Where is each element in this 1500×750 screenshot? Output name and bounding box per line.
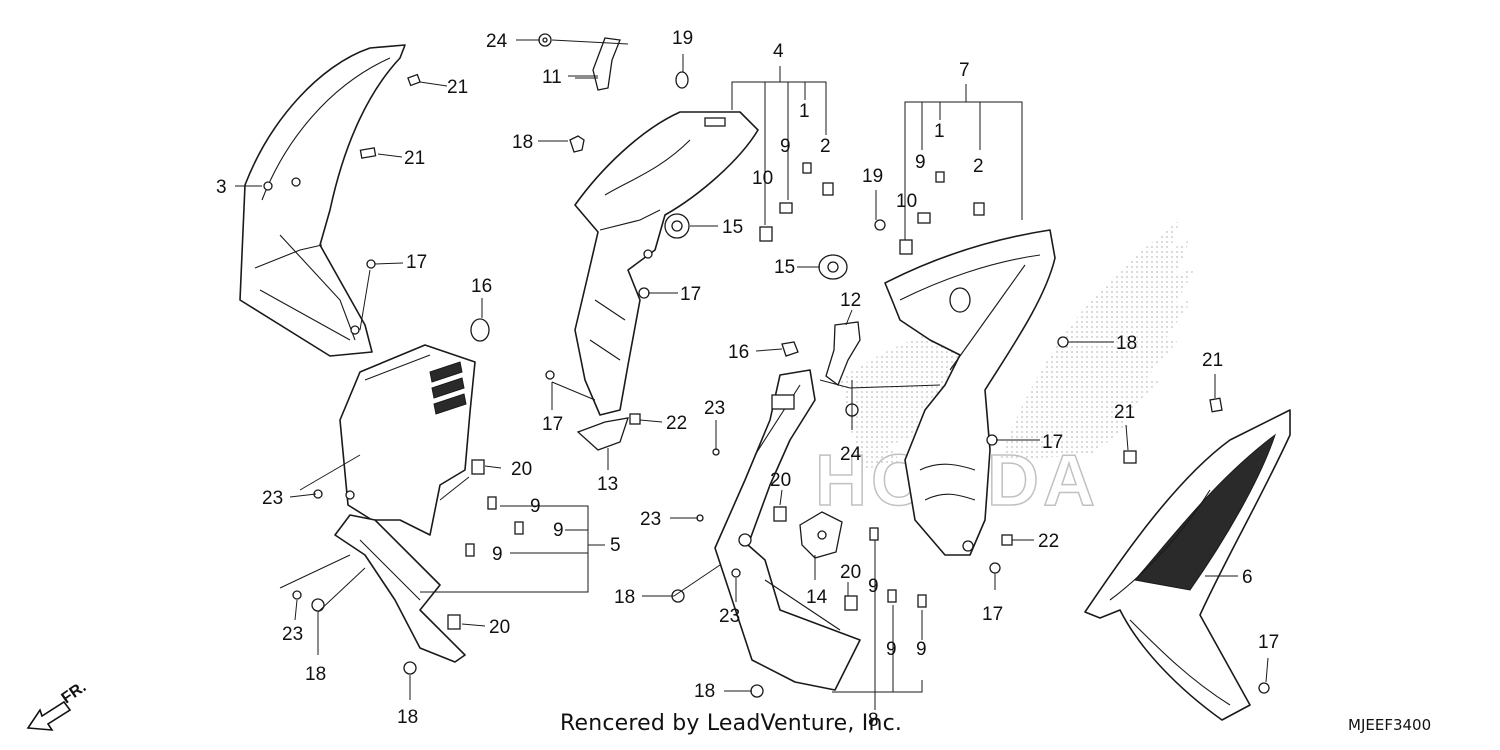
callout-18: 18: [614, 587, 635, 608]
callout-11: 11: [542, 67, 562, 88]
callout-20: 20: [770, 470, 791, 491]
callout-9: 9: [916, 639, 927, 660]
part-6-right-cowl[interactable]: [1084, 409, 1291, 721]
callout-23: 23: [262, 488, 283, 509]
callout-2: 2: [820, 136, 831, 157]
callout-20: 20: [511, 459, 532, 480]
callout-23: 23: [719, 606, 740, 627]
callout-18: 18: [397, 707, 418, 728]
callout-19: 19: [862, 166, 883, 187]
callout-17: 17: [1258, 632, 1279, 653]
part-5-lower-left-panel[interactable]: [334, 344, 476, 663]
callout-22: 22: [1038, 531, 1059, 552]
callouts: 24 19 11 21 18 21 3 17 16 15 17 17 22 13…: [216, 28, 1279, 731]
callout-22: 22: [666, 413, 687, 434]
bracket-13[interactable]: [576, 417, 629, 451]
callout-17: 17: [1042, 432, 1063, 453]
part-3-upper-cowl[interactable]: [239, 44, 406, 357]
callout-23: 23: [640, 509, 661, 530]
callout-14: 14: [806, 587, 828, 608]
callout-9: 9: [492, 544, 503, 565]
callout-21: 21: [1202, 350, 1223, 371]
diagram-code: MJEEF3400: [1348, 716, 1432, 734]
callout-23: 23: [282, 624, 303, 645]
callout-17: 17: [680, 284, 701, 305]
callout-20: 20: [840, 562, 861, 583]
callout-8: 8: [868, 710, 879, 731]
bracket-11[interactable]: [592, 37, 621, 91]
callout-17: 17: [406, 252, 427, 273]
callout-24: 24: [486, 31, 508, 52]
callout-16: 16: [728, 342, 749, 363]
hardware-fasteners: [292, 33, 1270, 698]
callout-12: 12: [840, 290, 861, 311]
callout-17: 17: [982, 604, 1003, 625]
bracket-14[interactable]: [799, 511, 843, 559]
callout-21: 21: [1114, 402, 1135, 423]
callout-1: 1: [934, 121, 945, 142]
part-4-inner-panel[interactable]: [574, 111, 759, 416]
callout-7: 7: [959, 60, 970, 81]
callout-21: 21: [404, 148, 425, 169]
callout-23: 23: [704, 398, 725, 419]
callout-18: 18: [512, 132, 533, 153]
leader-lines: [235, 39, 1269, 710]
callout-20: 20: [489, 617, 510, 638]
callout-15: 15: [774, 257, 795, 278]
callout-17: 17: [542, 414, 563, 435]
part-8-center-lower-panel[interactable]: [714, 369, 861, 691]
callout-9: 9: [530, 496, 541, 517]
callout-10: 10: [752, 168, 773, 189]
callout-15: 15: [722, 217, 743, 238]
callout-19: 19: [672, 28, 693, 49]
bracket-12[interactable]: [825, 321, 861, 387]
part-7-right-panel[interactable]: [884, 229, 1056, 556]
callout-21: 21: [447, 77, 468, 98]
callout-18: 18: [305, 664, 326, 685]
callout-24: 24: [840, 444, 862, 465]
callout-6: 6: [1242, 567, 1253, 588]
callout-13: 13: [597, 474, 618, 495]
callout-5: 5: [610, 535, 621, 556]
callout-4: 4: [773, 41, 784, 62]
callout-2: 2: [973, 156, 984, 177]
callout-9: 9: [553, 520, 564, 541]
callout-9: 9: [868, 576, 879, 597]
callout-9: 9: [780, 136, 791, 157]
callout-1: 1: [799, 101, 810, 122]
callout-3: 3: [216, 177, 227, 198]
front-direction-arrow: FR.: [26, 679, 89, 731]
callout-18: 18: [694, 681, 715, 702]
callout-10: 10: [896, 191, 917, 212]
callout-9: 9: [915, 152, 926, 173]
callout-16: 16: [471, 276, 492, 297]
callout-18: 18: [1116, 333, 1137, 354]
callout-9: 9: [886, 639, 897, 660]
render-credit: Rencered by LeadVenture, Inc.: [560, 711, 903, 736]
